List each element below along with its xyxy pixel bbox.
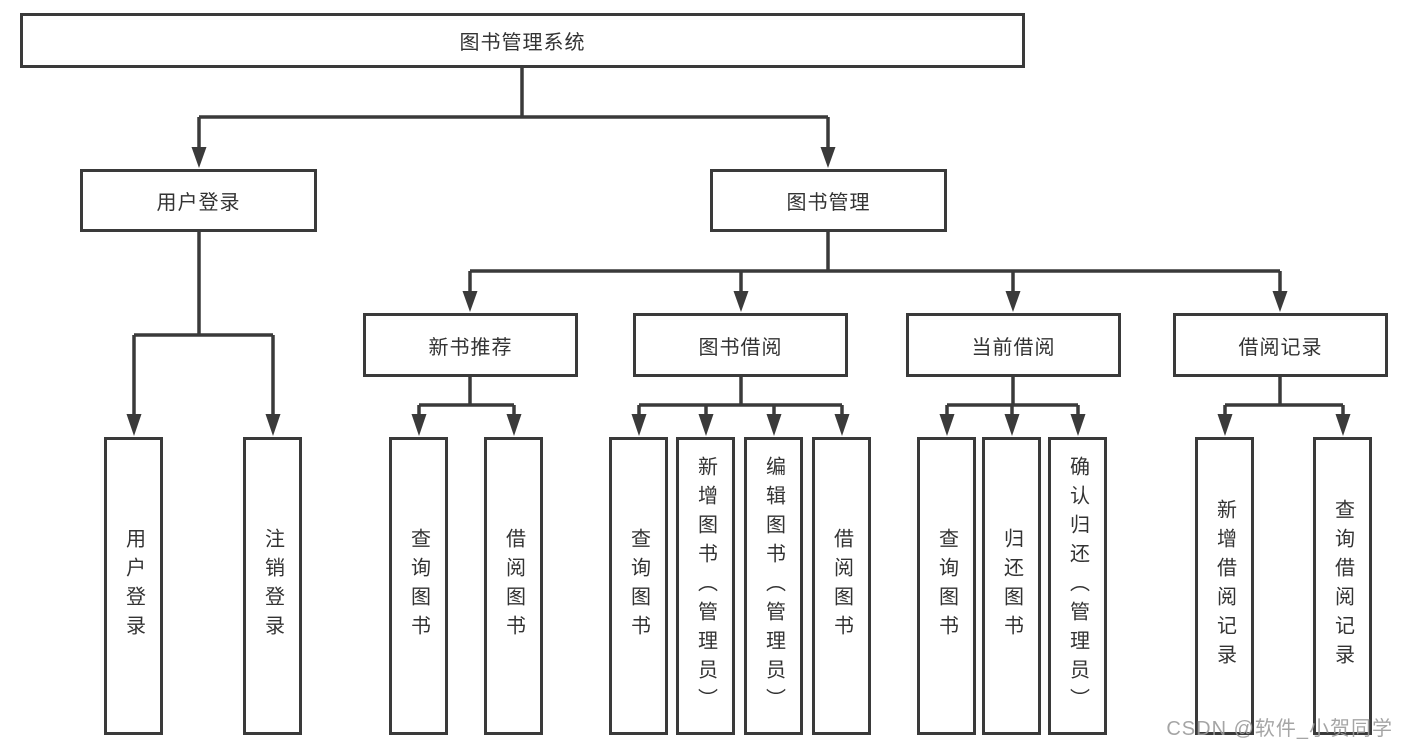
leaf-confirm-return-admin: 确认归还（管理员） <box>1048 437 1107 735</box>
leaf-query-borrow-record: 查询借阅记录 <box>1313 437 1372 735</box>
node-label: 查询图书 <box>935 528 958 644</box>
leaf-borrow-books: 借阅图书 <box>812 437 871 735</box>
leaf-add-books-admin: 新增图书（管理员） <box>676 437 735 735</box>
leaf-query-books-current: 查询图书 <box>917 437 976 735</box>
node-label: 借阅图书 <box>830 528 853 644</box>
arrowhead-icons <box>126 147 1351 436</box>
node-label: 用户登录 <box>156 192 241 214</box>
node-label: 编辑图书（管理员） <box>762 455 785 717</box>
node-root-system: 图书管理系统 <box>20 13 1025 68</box>
leaf-query-books-recommend: 查询图书 <box>389 437 448 735</box>
node-label: 注销登录 <box>261 528 284 644</box>
leaf-add-borrow-record: 新增借阅记录 <box>1195 437 1254 735</box>
node-label: 查询借阅记录 <box>1331 499 1354 673</box>
node-label: 图书借阅 <box>698 336 783 359</box>
node-label: 归还图书 <box>1000 528 1023 644</box>
node-new-book-recommend: 新书推荐 <box>363 313 578 377</box>
node-user-login-branch: 用户登录 <box>80 169 317 232</box>
leaf-edit-books-admin: 编辑图书（管理员） <box>744 437 803 735</box>
csdn-watermark: CSDN @软件_小贺同学 <box>1166 718 1393 740</box>
node-book-borrowing: 图书借阅 <box>633 313 848 377</box>
node-label: 用户登录 <box>122 528 145 644</box>
node-label: 查询图书 <box>627 528 650 644</box>
leaf-user-login: 用户登录 <box>104 437 163 735</box>
node-label: 图书管理 <box>786 192 871 214</box>
node-borrowing-records: 借阅记录 <box>1173 313 1388 377</box>
node-label: 新增借阅记录 <box>1213 499 1236 673</box>
leaf-borrow-books-recommend: 借阅图书 <box>484 437 543 735</box>
node-label: 确认归还（管理员） <box>1066 455 1089 717</box>
node-label: 图书管理系统 <box>459 32 586 54</box>
node-current-borrowing: 当前借阅 <box>906 313 1121 377</box>
leaf-logout: 注销登录 <box>243 437 302 735</box>
node-label: 借阅记录 <box>1238 336 1323 359</box>
node-book-management-branch: 图书管理 <box>710 169 947 232</box>
node-label: 当前借阅 <box>971 336 1056 359</box>
node-label: 借阅图书 <box>502 528 525 644</box>
node-label: 查询图书 <box>407 528 430 644</box>
node-label: 新书推荐 <box>428 336 513 359</box>
leaf-return-books: 归还图书 <box>982 437 1041 735</box>
node-label: 新增图书（管理员） <box>694 455 717 717</box>
leaf-query-books-borrowing: 查询图书 <box>609 437 668 735</box>
